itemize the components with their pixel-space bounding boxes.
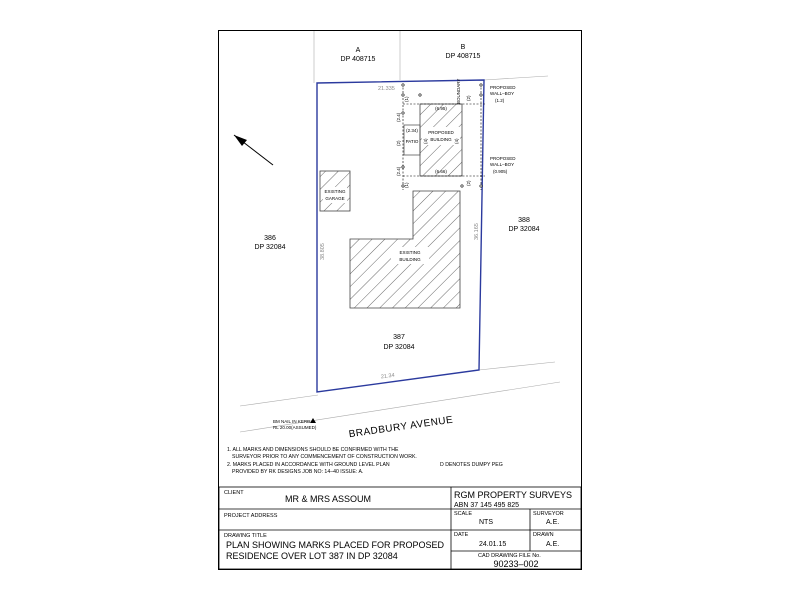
drawn-value: A.E.: [546, 541, 559, 548]
lot-b-letter: B: [461, 44, 466, 51]
pb-left-dim: (4): [423, 138, 428, 144]
bm-triangle-icon: [310, 418, 316, 423]
lot-388-dp: DP 32084: [508, 226, 539, 233]
note-2-line-1: 2. MARKS PLACED IN ACCORDANCE WITH GROUN…: [227, 462, 390, 468]
client-label: CLIENT: [224, 490, 244, 496]
patio-label: PATIO: [406, 139, 419, 144]
surveyor-label: SURVEYOR: [533, 511, 564, 517]
north-arrow-icon: [233, 134, 274, 166]
offset-lines: [402, 84, 485, 190]
wall-bottom-value: (0.905): [493, 169, 508, 174]
lot-387-number: 387: [393, 334, 405, 341]
patio-width-dim: (2.34): [406, 128, 418, 133]
cad-value: 90233–002: [493, 559, 538, 569]
dim-top: 21.335: [378, 86, 395, 92]
offset-side-bottom: (1): [404, 182, 409, 188]
lot-386-dp: DP 32084: [254, 244, 285, 251]
drawing-title-label: DRAWING TITLE: [224, 533, 267, 539]
road-name: BRADBURY AVENUE: [348, 415, 454, 441]
proposed-building-label-2: BUILDING: [430, 137, 452, 142]
lot-a-letter: A: [356, 47, 361, 54]
wall-top-label-1: PROPOSED: [490, 85, 516, 90]
drawing-title-line-2: RESIDENCE OVER LOT 387 IN DP 32084: [226, 551, 398, 561]
lot-386-number: 386: [264, 235, 276, 242]
drawn-label: DRAWN: [533, 532, 554, 538]
company-abn: ABN 37 145 495 825: [454, 502, 519, 509]
cad-label: CAD DRAWING FILE No.: [478, 553, 541, 559]
date-label: DATE: [454, 532, 469, 538]
offset-right-top: (2): [466, 95, 471, 101]
date-value: 24.01.15: [479, 541, 506, 548]
scale-value: NTS: [479, 519, 493, 526]
bm-label-1: BM NAIL IN KERB: [273, 419, 310, 424]
proposed-building-label-1: PROPOSED: [428, 130, 454, 135]
boundary-vertical-label: BOUNDARY: [456, 79, 461, 104]
drawing-title-line-1: PLAN SHOWING MARKS PLACED FOR PROPOSED: [226, 540, 445, 550]
lot-b-dp: DP 408715: [446, 53, 481, 60]
garage-label-2: GARAGE: [325, 196, 344, 201]
client-value: MR & MRS ASSOUM: [285, 494, 371, 504]
garage-label-1: EXISTING: [324, 189, 346, 194]
neighbour-lines: [239, 31, 561, 433]
bm-label-2: RL 20.00(ASSUMED): [273, 425, 317, 430]
dim-right: 36.165: [474, 223, 480, 240]
scale-label: SCALE: [454, 511, 472, 517]
surveyor-value: A.E.: [546, 519, 559, 526]
pb-right-dim: (4): [454, 138, 459, 144]
lot-388-number: 388: [518, 217, 530, 224]
dim-bottom: 21.34: [381, 373, 395, 381]
lot-a-dp: DP 408715: [341, 56, 376, 63]
offset-side-top: (1): [404, 96, 409, 102]
dumpy-pegs: [401, 83, 483, 188]
wall-bottom-label-2: WALL–BOY: [490, 162, 514, 167]
sheet-border: [218, 30, 582, 570]
note-1-line-1: 1. ALL MARKS AND DIMENSIONS SHOULD BE CO…: [227, 447, 399, 453]
lot-387-boundary: [316, 79, 485, 393]
wall-top-value: (1.2): [495, 98, 505, 103]
pb-top-dim: (6.95): [435, 106, 447, 111]
existing-building-label-2: BUILDING: [399, 257, 421, 262]
patio: [403, 124, 421, 156]
project-address-label: PROJECT ADDRESS: [224, 513, 278, 519]
offset-right-bottom: (2): [466, 180, 471, 186]
pb-bottom-dim: (6.66): [435, 169, 447, 174]
note-2-line-2: PROVIDED BY RK DESIGNS JOB NO: 14–40 ISS…: [232, 469, 363, 475]
patio-height-dim: (2): [396, 140, 401, 146]
offset-top-dim: (2.4): [396, 112, 401, 122]
title-block: [218, 486, 582, 570]
wall-top-label-2: WALL–BOY: [490, 91, 514, 96]
offset-bottom-dim: (2.4): [396, 166, 401, 176]
wall-bottom-label-1: PROPOSED: [490, 156, 516, 161]
legend-dumpy-peg: D DENOTES DUMPY PEG: [440, 462, 503, 468]
note-1-line-2: SURVEYOR PRIOR TO ANY COMMENCEMENT OF CO…: [232, 454, 417, 460]
company-name: RGM PROPERTY SURVEYS: [454, 490, 572, 500]
existing-building-label-1: EXISTING: [399, 250, 421, 255]
lot-387-dp: DP 32084: [383, 344, 414, 351]
dim-left: 38.805: [320, 243, 326, 260]
